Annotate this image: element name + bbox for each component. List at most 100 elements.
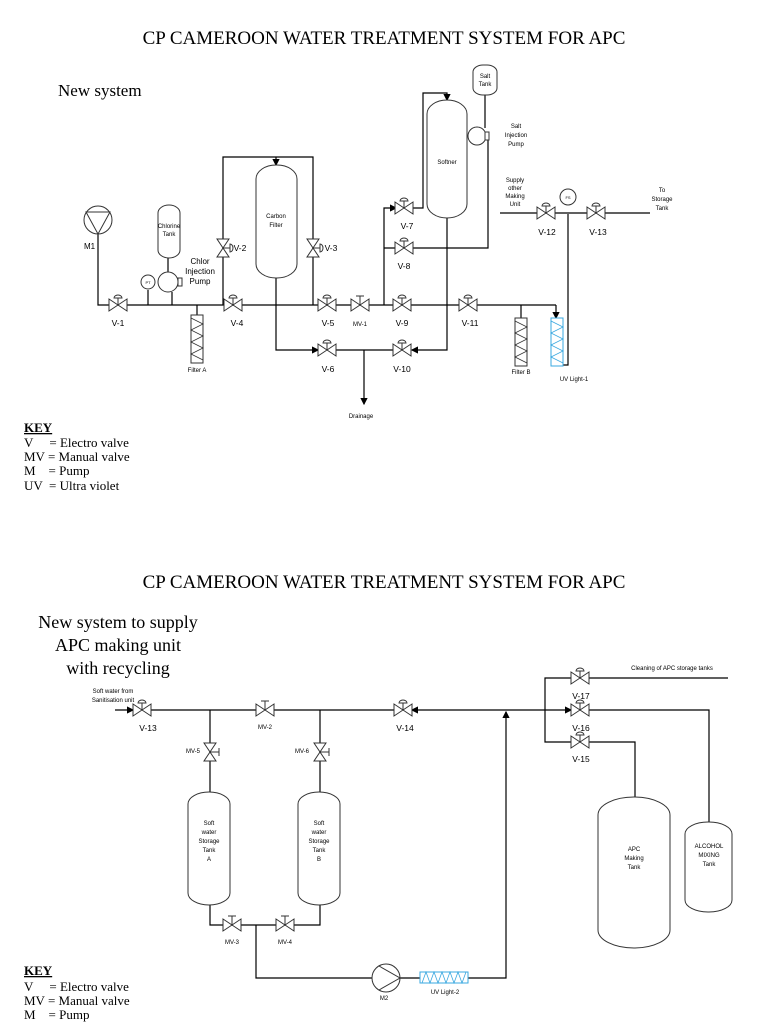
svg-text:V-13: V-13 [589, 227, 607, 237]
svg-text:PT: PT [145, 280, 151, 285]
valve-mv6[interactable]: MV-6 [295, 742, 330, 762]
svg-text:Salt: Salt [480, 74, 491, 80]
svg-text:B: B [317, 857, 321, 863]
svg-text:V = Electro valve: V = Electro valve [24, 979, 129, 994]
svg-text:V-1: V-1 [112, 318, 125, 328]
valve-v1[interactable]: V-1 [108, 294, 128, 328]
top-title: CP CAMEROON WATER TREATMENT SYSTEM FOR A… [143, 28, 626, 49]
svg-text:MV-6: MV-6 [295, 749, 310, 755]
svg-text:APC making unit: APC making unit [55, 635, 181, 655]
cleaning-label: Cleaning of APC storage tanks [631, 666, 713, 672]
valve-v16[interactable]: V-16 [570, 699, 590, 733]
svg-text:Injection: Injection [505, 133, 527, 139]
chlorine-tank: Chlorine Tank [157, 204, 181, 259]
salt-injection-pump: Salt Injection Pump [467, 124, 527, 148]
svg-text:Making: Making [624, 856, 643, 862]
svg-text:MV = Manual valve: MV = Manual valve [24, 449, 130, 464]
svg-text:M2: M2 [380, 996, 389, 1002]
valve-mv1[interactable]: MV-1 [350, 295, 370, 328]
svg-text:M = Pump: M = Pump [24, 1007, 89, 1022]
svg-text:V-14: V-14 [396, 723, 414, 733]
salt-tank: Salt Tank [472, 64, 498, 96]
svg-text:Storage: Storage [651, 197, 673, 203]
svg-text:V-2: V-2 [234, 243, 247, 253]
svg-text:Filter: Filter [269, 223, 282, 229]
valve-v14[interactable]: V-14 [393, 699, 414, 733]
svg-text:MV-2: MV-2 [258, 725, 273, 731]
svg-text:V-5: V-5 [322, 318, 335, 328]
svg-text:ALCOHOL: ALCOHOL [695, 844, 724, 850]
svg-text:MV-4: MV-4 [278, 940, 293, 946]
svg-text:Filter B: Filter B [511, 370, 530, 376]
svg-text:V-17: V-17 [572, 691, 590, 701]
valve-v11[interactable]: V-11 [458, 294, 479, 328]
svg-text:water: water [201, 830, 217, 836]
key-legend-1: KEY V = Electro valve MV = Manual valve … [24, 420, 130, 493]
svg-text:Supply: Supply [506, 178, 524, 184]
svg-text:UV = Ultra violet: UV = Ultra violet [24, 478, 120, 493]
alcohol-mixing-tank: ALCOHOL MIXING Tank [684, 821, 733, 913]
svg-text:V-15: V-15 [572, 754, 590, 764]
valve-mv2[interactable]: MV-2 [255, 700, 275, 731]
valve-v13[interactable]: V-13 [586, 202, 607, 237]
pressure-transmitter: PT [140, 274, 156, 290]
svg-text:UV Light-1: UV Light-1 [560, 377, 589, 383]
svg-text:Tank: Tank [203, 848, 217, 854]
svg-text:Storage: Storage [308, 839, 330, 845]
valve-v4[interactable]: V-4 [223, 294, 244, 328]
svg-text:Soft: Soft [314, 821, 325, 827]
svg-text:Sanitisation unit: Sanitisation unit [92, 698, 135, 704]
valve-v9[interactable]: V-9 [392, 294, 412, 328]
svg-text:M1: M1 [84, 242, 96, 251]
valve-mv4[interactable]: MV-4 [275, 915, 295, 946]
chlor-injection-pump: Chlor Injection Pump [157, 257, 215, 293]
valve-v2[interactable]: V-2 [216, 238, 247, 258]
filter-a: Filter A [188, 314, 206, 374]
svg-text:V = Electro valve: V = Electro valve [24, 435, 129, 450]
svg-text:Making: Making [505, 194, 524, 200]
valve-v12[interactable]: V-12 [536, 202, 556, 237]
svg-text:UV Light-2: UV Light-2 [431, 990, 460, 996]
valve-v8[interactable]: V-8 [394, 237, 414, 271]
svg-text:Chlorine: Chlorine [158, 224, 181, 230]
valve-v5[interactable]: V-5 [317, 294, 337, 328]
svg-text:V-13: V-13 [139, 723, 157, 733]
bottom-pipes [115, 677, 728, 979]
svg-text:To: To [659, 188, 666, 194]
svg-text:V-9: V-9 [396, 318, 409, 328]
svg-text:V-4: V-4 [231, 318, 244, 328]
svg-text:MIXING: MIXING [698, 853, 720, 859]
uv-light-1: UV Light-1 [550, 317, 589, 383]
svg-text:V-12: V-12 [538, 227, 556, 237]
valve-v17[interactable]: V-17 [570, 667, 590, 701]
svg-text:Tank: Tank [313, 848, 327, 854]
svg-text:Tank: Tank [703, 862, 717, 868]
svg-text:Soft water from: Soft water from [93, 689, 134, 695]
valve-v3[interactable]: V-3 [306, 238, 338, 258]
svg-text:Unit: Unit [510, 202, 521, 208]
valve-v15[interactable]: V-15 [570, 731, 590, 764]
svg-text:V-10: V-10 [393, 364, 411, 374]
svg-text:MV-3: MV-3 [225, 940, 240, 946]
valve-v10[interactable]: V-10 [392, 339, 412, 374]
valve-mv3[interactable]: MV-3 [222, 915, 242, 946]
valve-v13-b[interactable]: V-13 [132, 699, 157, 733]
valve-mv5[interactable]: MV-5 [186, 742, 220, 762]
valve-v6[interactable]: V-6 [317, 339, 337, 374]
soft-water-tank-a: Soft water Storage Tank A [187, 791, 231, 906]
svg-text:water: water [311, 830, 327, 836]
svg-text:Tank: Tank [479, 82, 493, 88]
svg-text:V-16: V-16 [572, 723, 590, 733]
svg-text:MV-5: MV-5 [186, 749, 201, 755]
svg-text:Storage: Storage [198, 839, 220, 845]
top-pipes [97, 92, 650, 406]
svg-text:Salt: Salt [511, 124, 522, 130]
filter-b: Filter B [511, 317, 531, 376]
key-legend-2: KEY V = Electro valve MV = Manual valve … [24, 963, 130, 1022]
svg-text:M = Pump: M = Pump [24, 463, 89, 478]
uv-light-2: UV Light-2 [419, 970, 469, 996]
svg-text:with recycling: with recycling [66, 658, 169, 678]
svg-text:V-11: V-11 [462, 318, 479, 328]
valve-v7[interactable]: V-7 [394, 197, 414, 231]
